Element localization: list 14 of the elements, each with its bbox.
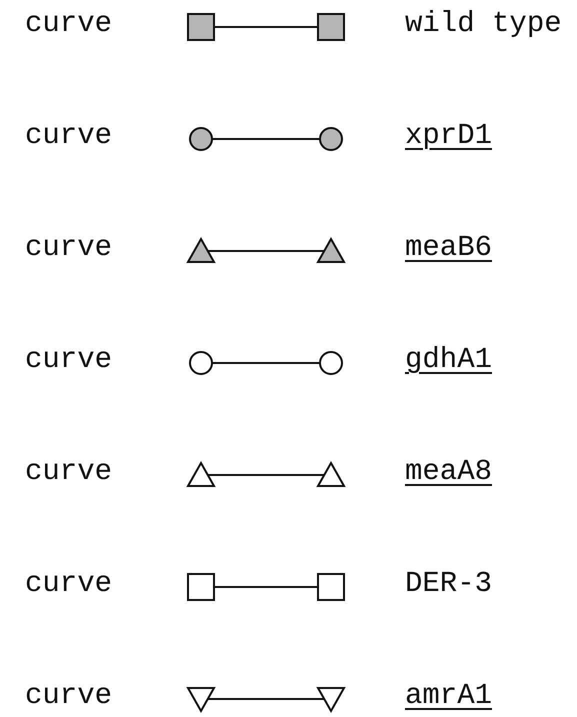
- strain-name: xprD1: [405, 119, 492, 153]
- strain-name: meaA8: [405, 455, 492, 489]
- curve-label: curve: [25, 567, 112, 601]
- curve-label: curve: [25, 231, 112, 265]
- curve-label: curve: [25, 7, 112, 41]
- curve-label: curve: [25, 119, 112, 153]
- strain-name: amrA1: [405, 679, 492, 713]
- curve-label: curve: [25, 679, 112, 713]
- curve-label: curve: [25, 455, 112, 489]
- strain-name: meaB6: [405, 231, 492, 265]
- strain-name: DER-3: [405, 567, 492, 601]
- strain-name: wild type: [405, 7, 562, 41]
- curve-label: curve: [25, 343, 112, 377]
- strain-name: gdhA1: [405, 343, 492, 377]
